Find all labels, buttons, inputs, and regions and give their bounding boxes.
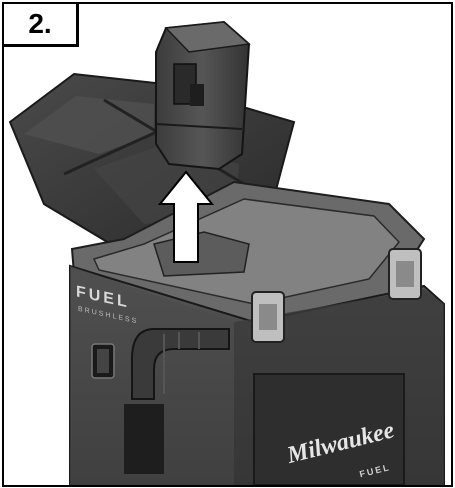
battery-icon: [155, 20, 251, 171]
hose: [131, 328, 230, 400]
power-switch-icon: [91, 343, 115, 379]
step-number: 2.: [4, 4, 79, 47]
latch-icon: [388, 248, 422, 300]
vacuum-illustration: FUEL BRUSHLESS Milwaukee FUEL: [8, 20, 445, 485]
latch-icon: [251, 291, 285, 343]
up-arrow-icon: [157, 170, 215, 263]
top-deck: [70, 180, 426, 324]
vacuum-body: [69, 264, 445, 485]
